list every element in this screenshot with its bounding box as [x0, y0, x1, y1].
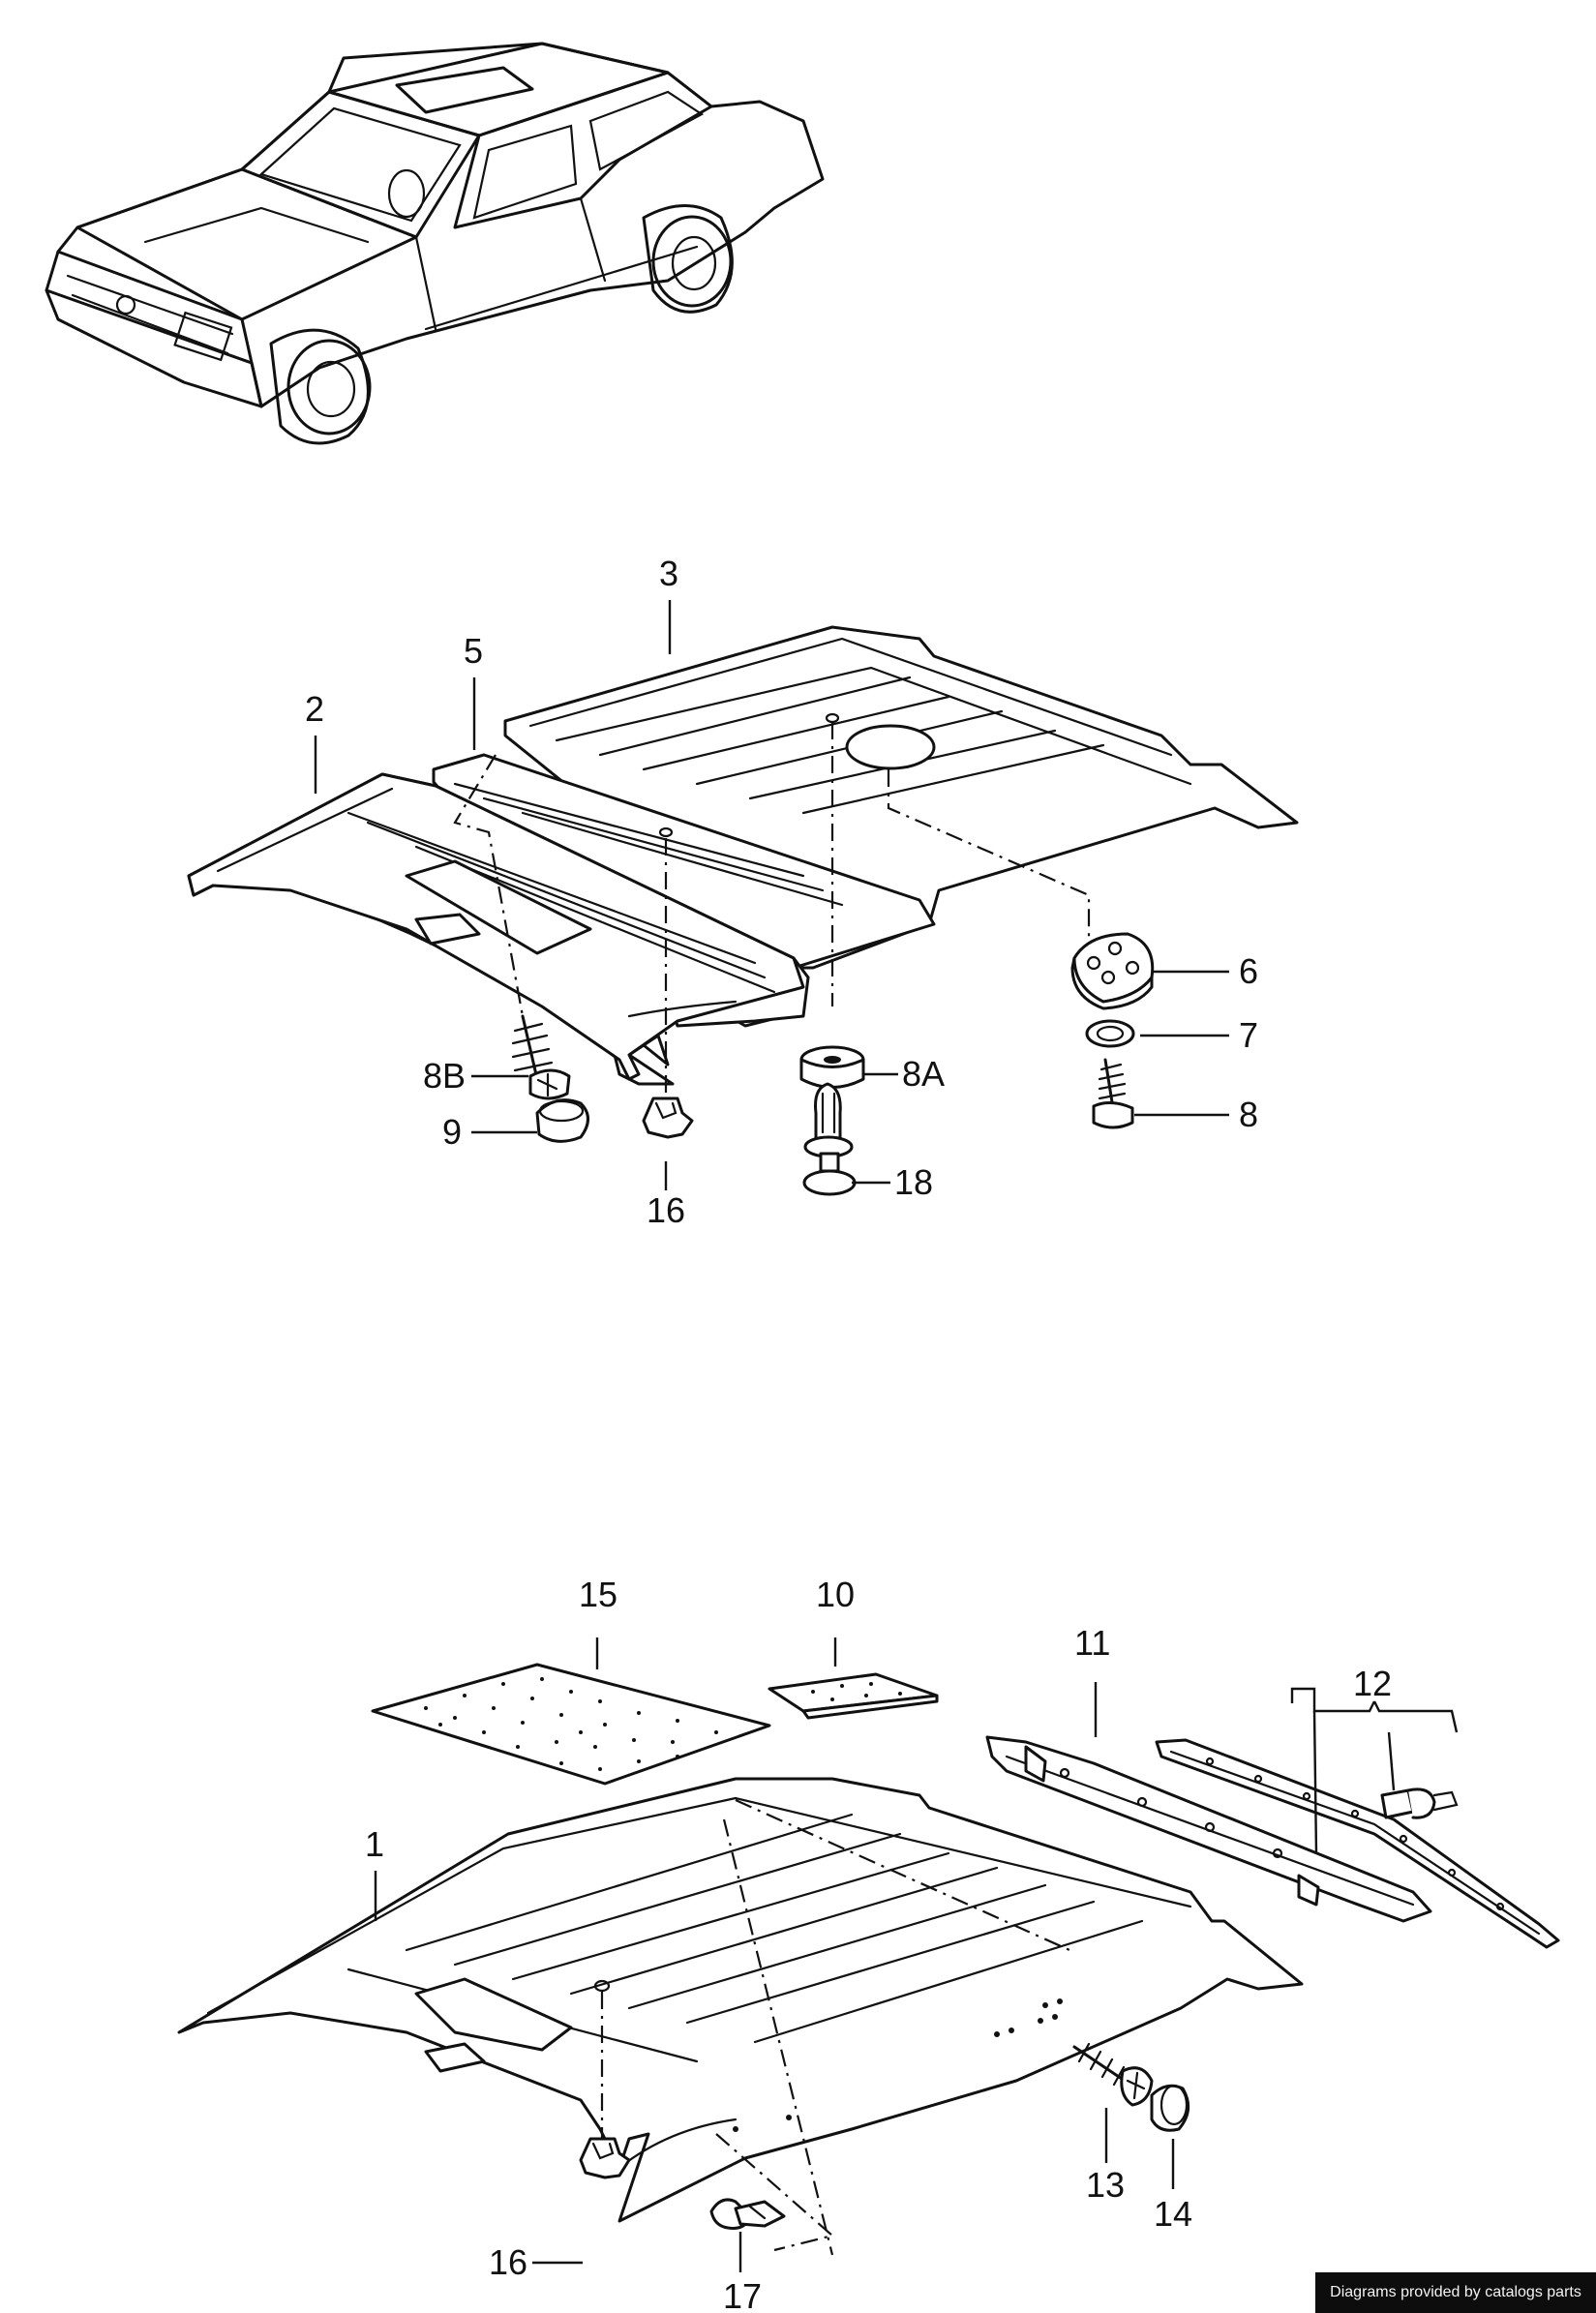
callout-1: 1: [365, 1824, 384, 1864]
part-9-cap: [535, 1098, 589, 1143]
callout-16-middle: 16: [647, 1190, 685, 1230]
headliner-panel-1: [177, 1777, 1304, 2223]
callout-15: 15: [579, 1575, 617, 1614]
callout-8b: 8B: [423, 1056, 466, 1096]
part-17-clip: [709, 2198, 786, 2230]
part-8a-spacer: [799, 1045, 865, 1089]
callout-16-lower: 16: [489, 2242, 527, 2282]
part-16-clip-lower: [579, 2137, 631, 2179]
part-11-side-rail: [985, 1735, 1432, 1923]
callout-14: 14: [1154, 2194, 1192, 2234]
part-15-insulation-pad: [371, 1663, 771, 1786]
callout-7: 7: [1239, 1015, 1258, 1055]
part-14-cap: [1150, 2084, 1190, 2132]
part-16-clip-middle: [642, 1096, 694, 1139]
callout-labels: 3 5 2 6 7 8 8A 8B 9 16 18 15 10 11 12 1 …: [305, 554, 1392, 2313]
headliner-lower-assembly: [177, 1637, 1560, 2272]
callout-13: 13: [1086, 2165, 1125, 2205]
callout-17: 17: [723, 2276, 762, 2313]
part-12-trim-strip: [1155, 1738, 1560, 1949]
credit-banner: Diagrams provided by catalogs parts: [1315, 2272, 1596, 2313]
callout-5: 5: [464, 631, 483, 671]
callout-18: 18: [894, 1162, 933, 1202]
callout-2: 2: [305, 689, 324, 729]
callout-10: 10: [816, 1575, 855, 1614]
part-6-retainer-plate: [1070, 932, 1155, 1010]
coupe-car-illustration: [45, 42, 825, 445]
callout-12: 12: [1353, 1664, 1392, 1703]
part-10-pad: [768, 1672, 939, 1720]
callout-11: 11: [1074, 1623, 1110, 1663]
callout-6: 6: [1239, 951, 1258, 991]
part-18-push-rivet: [802, 1082, 857, 1196]
part-7-washer: [1085, 1019, 1135, 1048]
callout-8a: 8A: [902, 1054, 945, 1094]
callout-3: 3: [659, 554, 678, 593]
part-8-screw: [1092, 1058, 1134, 1129]
callout-9: 9: [442, 1112, 462, 1152]
part-8b-screw: [511, 1014, 571, 1100]
callout-8: 8: [1239, 1095, 1258, 1134]
part-13-screw: [1072, 2042, 1154, 2107]
headliner-middle-assembly: [187, 600, 1299, 1196]
